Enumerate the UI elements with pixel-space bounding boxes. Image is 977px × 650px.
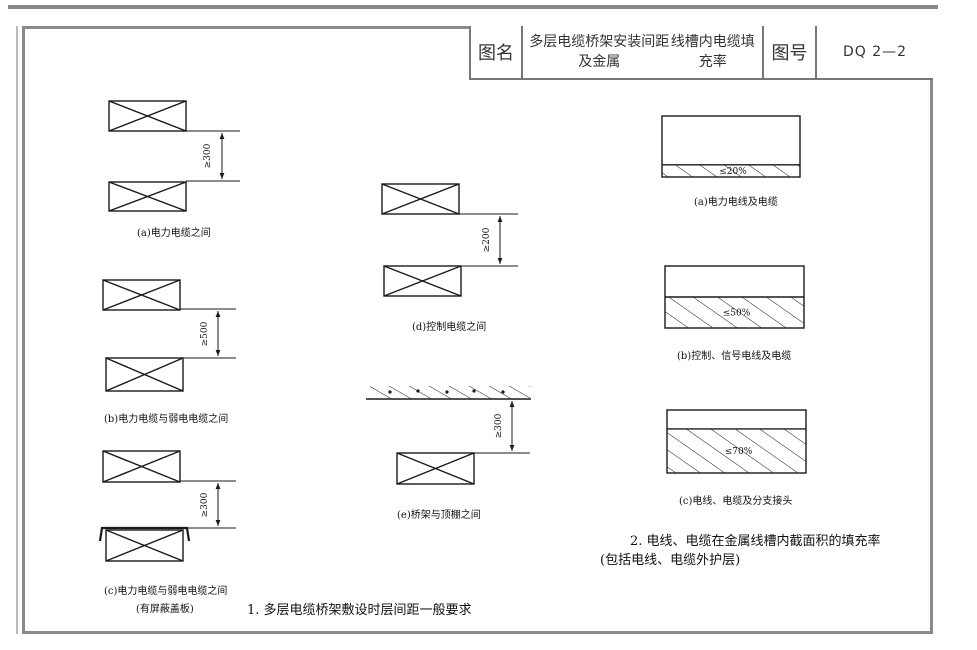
caption-b: (b)电力电缆与弱电电缆之间 (104, 412, 228, 425)
dimension-b (180, 308, 236, 359)
tray-e (396, 452, 475, 485)
shield-cover-plate (98, 526, 191, 542)
drawing-title: 多层电缆桥架安装间距及金属 线槽内电缆填充率 (523, 26, 764, 78)
fill-b-label: ≤50% (723, 309, 751, 319)
spacing-c-label: ≥300 (200, 492, 210, 517)
fill-box-c (666, 409, 807, 474)
trunking-outline (661, 115, 801, 178)
caption-c: (c)电力电缆与弱电电缆之间 (104, 584, 227, 597)
fill-hatch (667, 428, 806, 473)
fill-box-a (661, 115, 801, 178)
trunking-outline (664, 265, 805, 329)
section1-title: 1. 多层电缆桥架敷设时层间距一般要求 (247, 602, 472, 618)
tray-a-lower (108, 181, 187, 212)
title-number-label: 图号 (764, 26, 817, 78)
caption-a: (a)电力电缆之间 (137, 226, 211, 239)
top-rule (8, 5, 938, 9)
fill-c-label: ≤70% (725, 447, 753, 457)
drawing-title-line2: 线槽内电缆填充率 (670, 34, 755, 70)
fill-hatch (665, 297, 804, 328)
fill-box-b (664, 265, 805, 329)
spacing-e-label: ≥300 (494, 413, 504, 438)
dimension-a (186, 130, 240, 182)
caption-d: (d)控制电缆之间 (412, 320, 486, 333)
spacing-a-label: ≥300 (203, 143, 213, 168)
title-block: 图名 多层电缆桥架安装间距及金属 线槽内电缆填充率 图号 DQ 2—2 (469, 26, 933, 80)
dimension-e (474, 401, 530, 454)
tray-c-lower (105, 529, 184, 562)
tray-c-upper (102, 450, 181, 483)
tray-a-upper (108, 100, 187, 132)
frame-left-edge (16, 26, 18, 634)
title-name-label: 图名 (471, 26, 523, 78)
tray-b-lower (105, 357, 184, 392)
section2-title: 2. 电线、电缆在金属线槽内截面积的填充率 (630, 533, 881, 549)
drawing-title-line1: 多层电缆桥架安装间距及金属 (529, 34, 670, 70)
fill-a-label: ≤20% (719, 167, 747, 177)
dimension-c (180, 480, 236, 529)
trunking-outline (666, 409, 807, 474)
fill-hatch (662, 164, 800, 177)
tray-d-lower (383, 265, 462, 297)
dimension-d (459, 213, 518, 267)
section2-subtitle: (包括电线、电缆外护层) (600, 552, 740, 568)
caption-e: (e)桥架与顶棚之间 (397, 508, 481, 521)
ceiling (366, 386, 531, 400)
drawing-number: DQ 2—2 (842, 44, 908, 60)
fill-c-caption: (c)电线、电缆及分支接头 (679, 494, 792, 507)
tray-b-upper (102, 279, 181, 311)
caption-c-note: (有屏蔽盖板) (136, 602, 194, 615)
spacing-b-label: ≥500 (200, 321, 210, 346)
tray-d-upper (381, 183, 460, 215)
spacing-d-label: ≥200 (482, 227, 492, 252)
fill-a-caption: (a)电力电线及电缆 (694, 195, 778, 208)
fill-b-caption: (b)控制、信号电线及电缆 (677, 349, 791, 362)
